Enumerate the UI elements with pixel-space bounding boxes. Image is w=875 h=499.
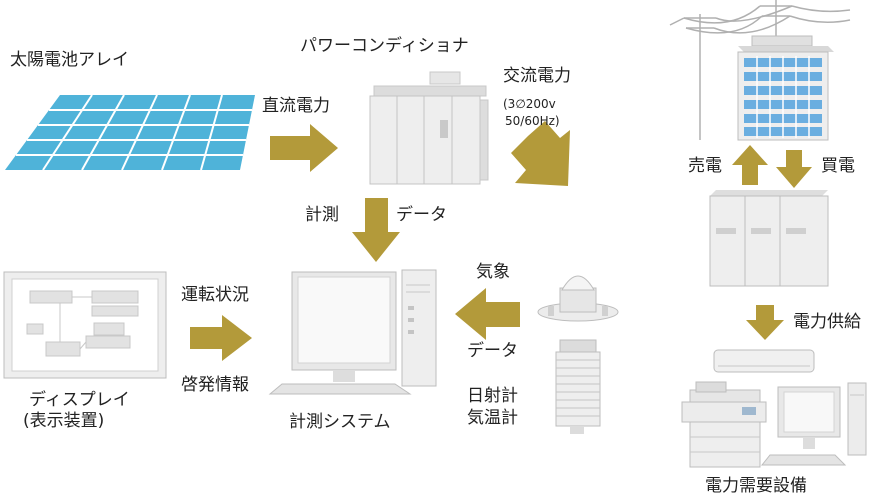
thermometer-shelter <box>555 339 601 434</box>
data-label-top: データ <box>396 205 447 225</box>
operation-status-label: 運転状況 <box>181 285 249 305</box>
weather-data-label: データ <box>467 341 518 361</box>
measurement-arrow <box>352 198 400 262</box>
measurement-label: 計測 <box>305 205 339 225</box>
copier <box>681 381 767 468</box>
ac-spec-line1: (3∅200v <box>503 97 556 111</box>
sell-power-arrow <box>732 145 768 185</box>
weather-data-arrow <box>455 288 520 340</box>
buy-power-label: 買電 <box>821 156 855 176</box>
utility-poles <box>669 0 851 140</box>
office-pc <box>760 382 867 466</box>
ac-spec-line2: 50/60Hz) <box>505 114 560 128</box>
display-label-line2: (表示装置) <box>23 411 105 431</box>
status-info-arrow <box>190 315 252 361</box>
demand-equipment-label: 電力需要設備 <box>705 476 807 496</box>
display-label-line1: ディスプレイ <box>29 390 130 410</box>
thermometer-label: 気温計 <box>467 408 518 428</box>
ac-power-arrow <box>511 121 570 186</box>
measurement-computer <box>268 269 437 395</box>
dc-power-arrow <box>270 124 338 172</box>
sell-power-label: 売電 <box>688 156 722 176</box>
display-device <box>3 271 167 379</box>
weather-label: 気象 <box>476 262 510 282</box>
air-conditioner <box>713 349 815 373</box>
solar-array-label: 太陽電池アレイ <box>10 50 129 70</box>
distribution-board <box>709 190 829 287</box>
buy-power-arrow <box>776 150 812 188</box>
power-supply-label: 電力供給 <box>793 312 861 332</box>
power-supply-arrow <box>746 305 784 340</box>
power-conditioner-cabinet <box>369 71 489 185</box>
ac-power-label: 交流電力 <box>503 66 571 86</box>
solar-array-panel <box>5 94 255 171</box>
pyranometer <box>537 275 619 322</box>
power-conditioner-label: パワーコンディショナ <box>300 36 469 56</box>
measurement-system-label: 計測システム <box>289 412 391 432</box>
sunshine-meter-label: 日射計 <box>467 386 518 406</box>
dc-power-label: 直流電力 <box>262 96 330 116</box>
building <box>737 35 834 141</box>
enlightenment-info-label: 啓発情報 <box>181 375 249 395</box>
